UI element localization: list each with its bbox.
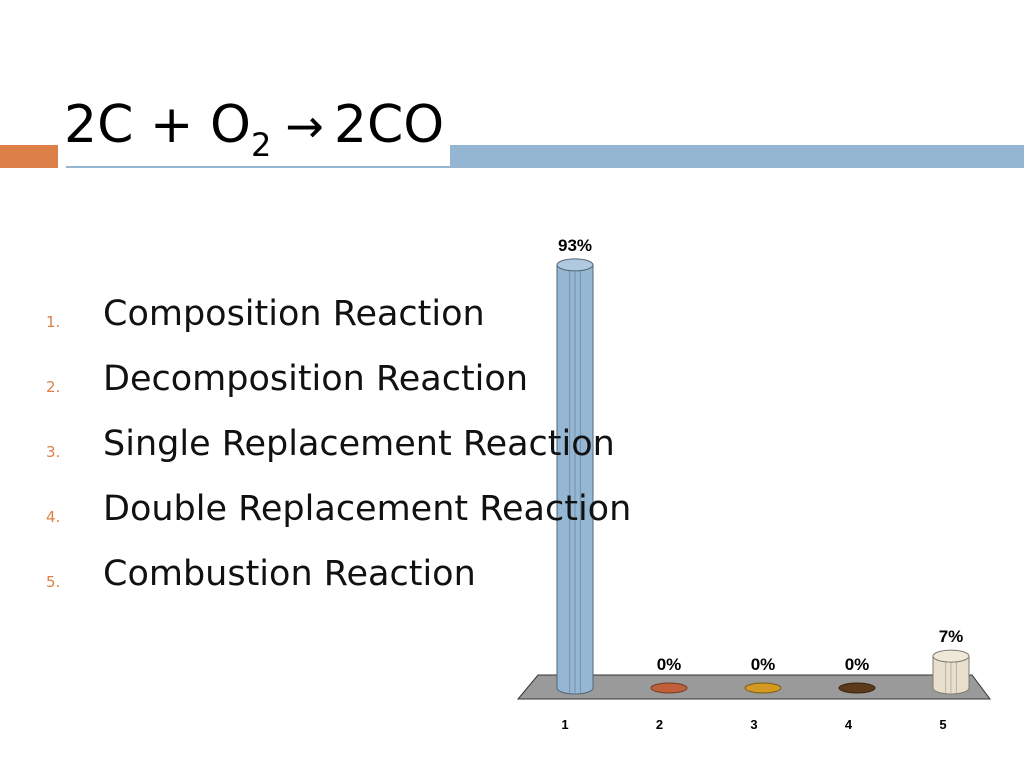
data-label-1: 93% [558, 236, 592, 255]
option-label: Decomposition Reaction [103, 359, 529, 399]
title-prefix: 2C + O [64, 95, 251, 155]
data-label-4: 0% [845, 655, 870, 674]
right-arrow-icon: → [285, 99, 324, 153]
data-label-5: 7% [939, 627, 964, 646]
x-tick-label-5: 5 [939, 717, 946, 732]
chart-bars [556, 258, 970, 695]
option-label: Double Replacement Reaction [103, 489, 632, 529]
x-tick-label-2: 2 [656, 717, 663, 732]
title-suffix: 2CO [333, 95, 445, 155]
option-number: 2. [46, 378, 61, 396]
option-number: 5. [46, 573, 61, 591]
slide-title: 2C + O2 →2CO [64, 90, 451, 166]
chart-x-tick-labels: 1 2 3 4 5 [561, 717, 946, 732]
chart-data-labels: 93% 0% 0% 0% 7% [558, 236, 963, 674]
option-number: 3. [46, 443, 61, 461]
option-label: Composition Reaction [103, 294, 485, 334]
option-label: Single Replacement Reaction [103, 424, 615, 464]
bar-1 [556, 258, 594, 695]
option-label: Combustion Reaction [103, 554, 476, 594]
option-number: 1. [46, 313, 61, 331]
data-label-3: 0% [751, 655, 776, 674]
bar-3 [744, 682, 782, 694]
bar-5 [932, 649, 970, 695]
bar-4 [838, 682, 876, 694]
option-number: 4. [46, 508, 61, 526]
x-tick-label-4: 4 [845, 717, 853, 732]
x-tick-label-3: 3 [750, 717, 757, 732]
x-tick-label-1: 1 [561, 717, 568, 732]
title-accent-orange-bar [0, 145, 58, 168]
title-subscript: 2 [250, 126, 272, 164]
response-bar-chart: 93% 0% 0% 0% 7% 1 2 3 4 5 [516, 236, 991, 732]
bar-2 [650, 682, 688, 694]
data-label-2: 0% [657, 655, 682, 674]
